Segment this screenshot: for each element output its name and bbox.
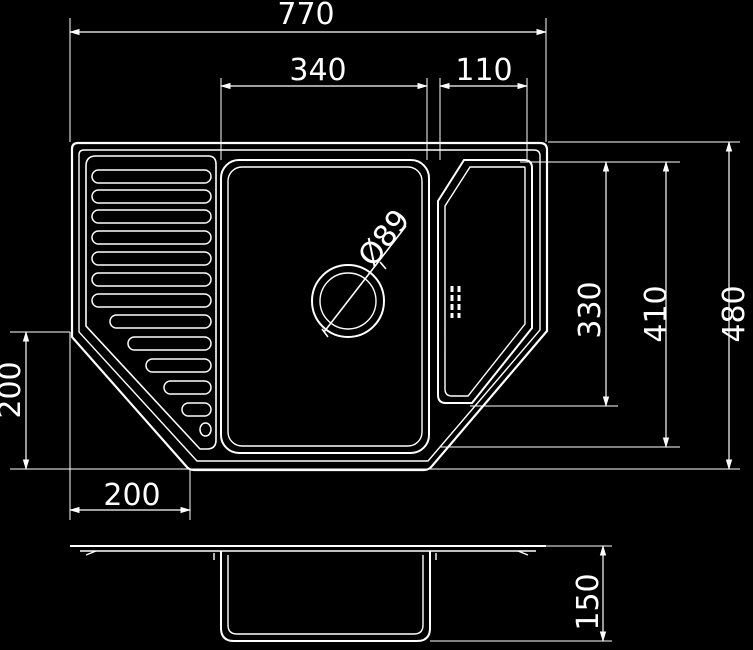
dim-label-410: 410 [639, 285, 674, 342]
main-bowl [220, 159, 430, 454]
dimension-410: 410 [440, 160, 680, 449]
dim-label-150: 150 [571, 573, 606, 630]
dimension-330: 330 [470, 160, 618, 408]
dimension-200-horizontal: 200 [68, 332, 192, 520]
dimension-110: 110 [438, 53, 529, 160]
side-drainer [437, 159, 533, 404]
overflow-slots [450, 286, 461, 318]
dim-label-200-vertical: 200 [0, 361, 28, 418]
dimension-200-vertical: 200 [0, 330, 190, 471]
dim-label-200-horizontal: 200 [103, 478, 160, 513]
drainboard-rib [127, 336, 212, 351]
dimension-480: 480 [190, 140, 752, 471]
drainboard-rib [199, 422, 212, 437]
drainboard-rib [91, 251, 212, 266]
sink-outline [70, 141, 549, 472]
drainboard-rib [91, 230, 212, 245]
drainboard-rib [181, 402, 212, 417]
drainboard-rib [91, 189, 212, 204]
drainboard-rib [91, 169, 212, 184]
dimension-770: 770 [68, 0, 548, 142]
drainboard [85, 155, 217, 450]
dim-label-480: 480 [717, 285, 752, 342]
drainboard-rib [145, 358, 212, 373]
drainboard-ribs [91, 169, 212, 437]
dimension-340: 340 [219, 53, 429, 160]
dim-label-drain-diameter: Ø89 [352, 203, 418, 273]
drainboard-rib [91, 293, 212, 308]
drainboard-rib [91, 272, 212, 287]
drainboard-rib [109, 314, 212, 329]
dimension-150: 150 [430, 544, 612, 643]
dim-label-330: 330 [573, 281, 608, 338]
drain: Ø89 [311, 203, 418, 338]
drainboard-rib [91, 209, 212, 224]
drainboard-rib [163, 380, 212, 395]
dim-label-340: 340 [289, 53, 346, 88]
dim-label-110: 110 [455, 53, 512, 88]
dim-label-770: 770 [277, 0, 334, 32]
section-view [70, 545, 546, 642]
